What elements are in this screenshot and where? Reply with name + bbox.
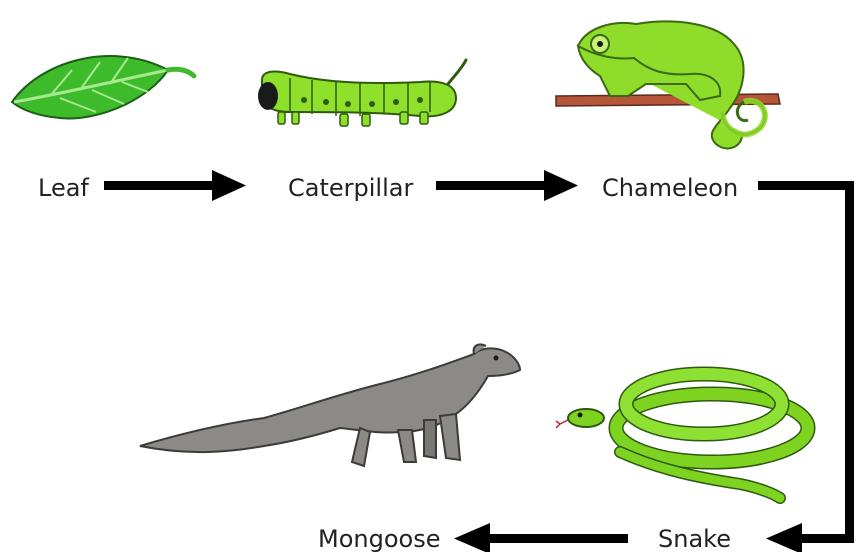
label-snake: Snake: [658, 527, 731, 551]
label-chameleon: Chameleon: [602, 176, 738, 200]
label-caterpillar: Caterpillar: [288, 176, 413, 200]
label-leaf: Leaf: [38, 176, 89, 200]
label-mongoose: Mongoose: [318, 527, 440, 551]
